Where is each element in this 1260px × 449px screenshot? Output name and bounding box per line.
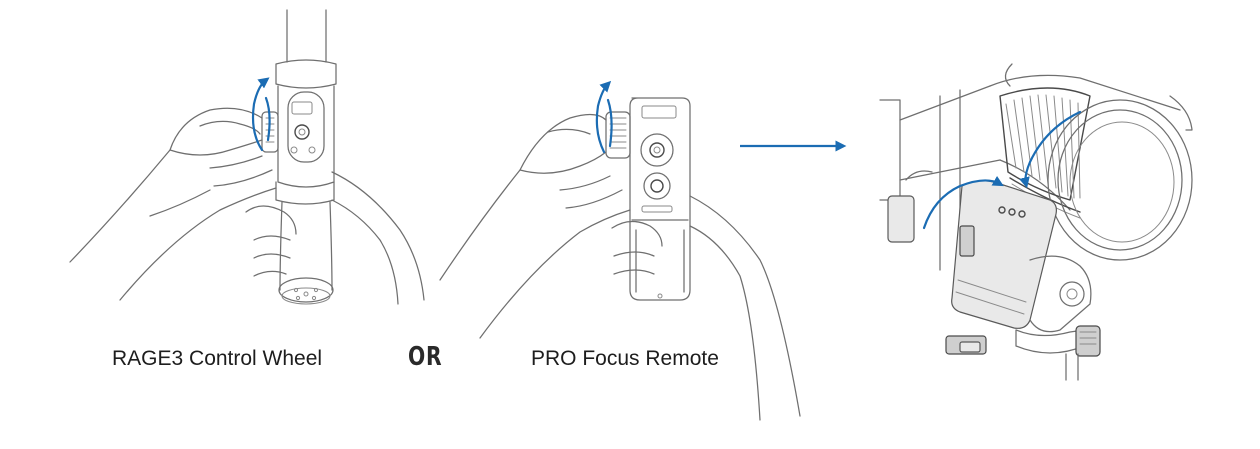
focus-remote-illustration	[439, 80, 801, 421]
control-wheel-caption: RAGE3 Control Wheel	[112, 347, 323, 370]
control-wheel-illustration	[69, 9, 425, 305]
motor-lens-illustration	[879, 63, 1193, 381]
focus-remote-caption: PRO Focus Remote	[531, 347, 719, 370]
or-separator: OR	[408, 342, 443, 372]
